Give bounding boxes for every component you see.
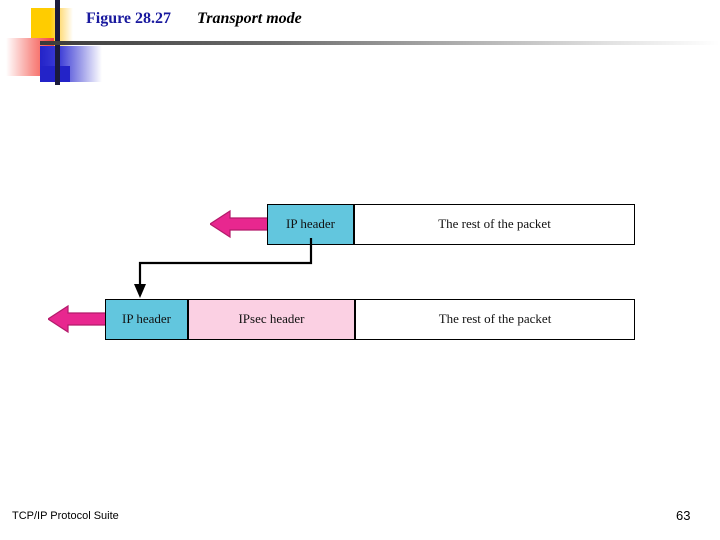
packet-box-rest-transport: The rest of the packet [355, 299, 635, 340]
packet-box-label: IP header [286, 216, 335, 232]
top-row-arrow [210, 209, 272, 239]
figure-caption: Transport mode [197, 10, 302, 27]
packet-box-ipsec-header: IPsec header [188, 299, 355, 340]
packet-box-ip-header-transport: IP header [105, 299, 188, 340]
bottom-row-arrow [48, 304, 110, 334]
packet-box-label: The rest of the packet [438, 311, 552, 327]
footer-title: TCP/IP Protocol Suite [12, 510, 119, 522]
packet-box-label: IPsec header [238, 311, 305, 327]
connector-arrow [130, 236, 320, 306]
decoration-horizontal-rule [40, 41, 720, 45]
figure-label: Figure 28.27 [86, 10, 172, 27]
packet-box-label: IP header [122, 311, 171, 327]
packet-box-rest-original: The rest of the packet [354, 204, 635, 245]
page-title: Figure 28.27 Transport mode [86, 10, 302, 28]
footer-page-number: 63 [676, 508, 691, 523]
packet-box-label: The rest of the packet [438, 216, 551, 232]
